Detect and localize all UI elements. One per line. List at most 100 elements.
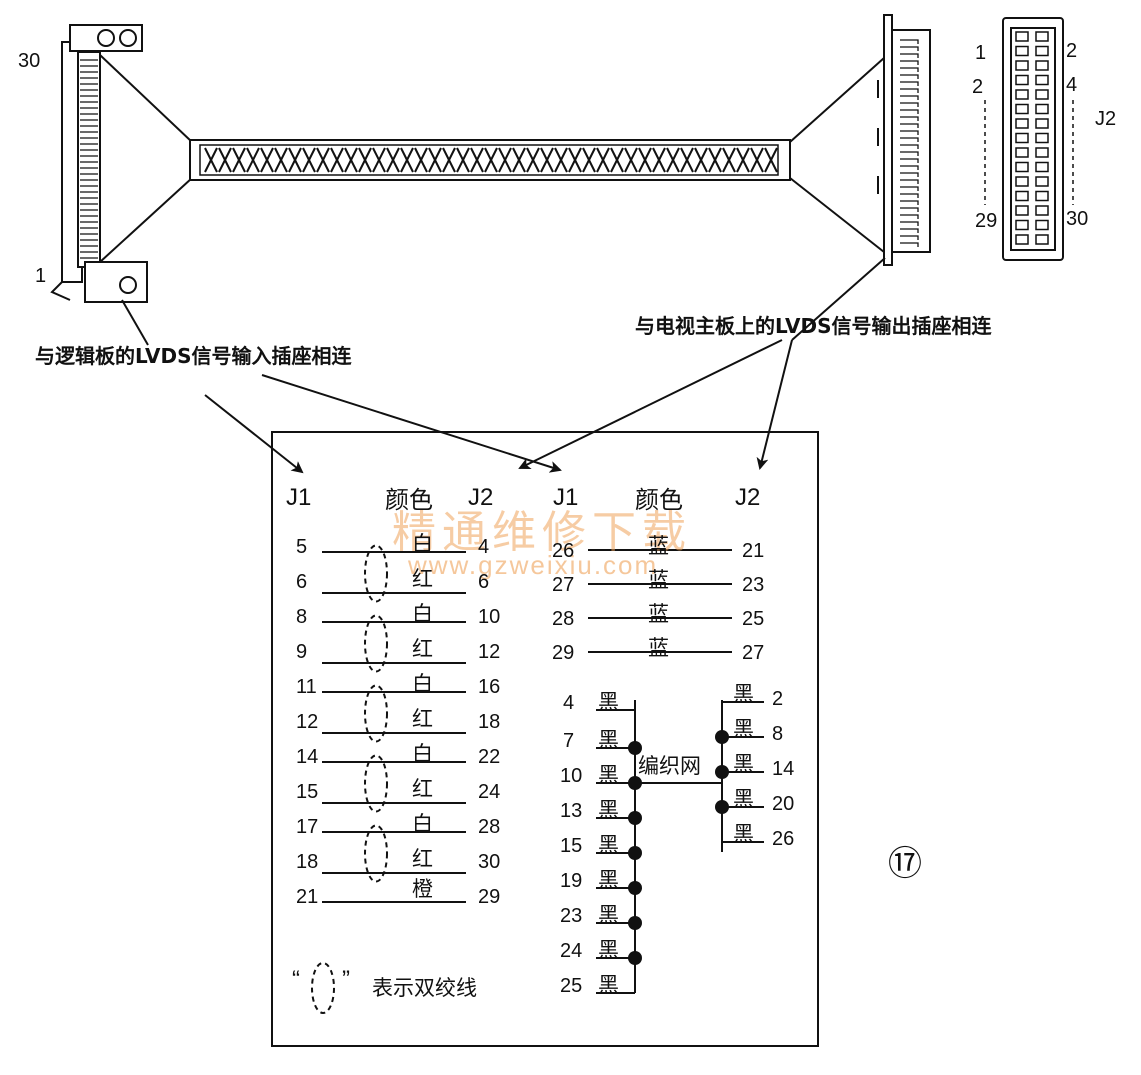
left-row-j1: 5 [296,536,308,558]
left-row-j1: 21 [296,886,319,908]
right-row-color: 蓝 [648,636,669,660]
j2-pin-2-left-label: 2 [972,76,984,98]
braid-left-color: 黑 [598,690,619,714]
left-row-j2: 24 [478,781,501,803]
left-row-j2: 18 [478,711,501,733]
legend-twist-icon [311,962,335,1014]
right-row-j1: 29 [552,642,575,664]
left-row-j2: 10 [478,606,501,628]
braid-right-color: 黑 [733,717,754,741]
left-row-j2: 4 [478,536,490,558]
left-header-color: 颜色 [385,487,433,514]
legend-close-quote: ” [342,966,350,993]
braid-right-j2: 8 [772,723,784,745]
braid-label: 编织网 [638,754,701,778]
connector-left-pin-1: 1 [35,265,47,287]
j2-connector-name: J2 [1095,108,1117,130]
figure-number: ⑰ [888,844,922,884]
legend-open-quote: “ [292,966,300,993]
left-row-j1: 6 [296,571,308,593]
braid-right-j2: 20 [772,793,795,815]
left-row-j2: 12 [478,641,501,663]
j2-pin-2-label: 2 [1066,40,1078,62]
left-row-j2: 30 [478,851,501,873]
left-row-color: 白 [412,672,433,696]
braid-left-j1: 4 [563,692,575,714]
right-row-j2: 23 [742,574,765,596]
braid-left-j1: 25 [560,975,583,997]
right-header-j2: J2 [735,484,761,511]
left-row-j1: 9 [296,641,308,663]
left-row-j1: 14 [296,746,319,768]
left-row-color: 红 [412,847,433,871]
left-row-color: 白 [412,742,433,766]
right-row-j1: 27 [552,574,575,596]
right-header-j1: J1 [553,484,579,511]
braid-left-color: 黑 [598,938,619,962]
braid-left-j1: 19 [560,870,583,892]
left-row-j1: 15 [296,781,319,803]
caption-tv-mainboard: 与电视主板上的LVDS信号输出插座相连 [635,314,992,338]
braid-right-j2: 2 [772,688,784,710]
braid-left-j1: 15 [560,835,583,857]
left-row-j1: 18 [296,851,319,873]
connector-left-pin-30: 30 [18,50,41,72]
right-row-color: 蓝 [648,602,669,626]
left-row-color: 红 [412,707,433,731]
braid-left-color: 黑 [598,763,619,787]
braid-right-j2: 14 [772,758,795,780]
right-row-j1: 26 [552,540,575,562]
braid-right-color: 黑 [733,787,754,811]
j2-pin-29-label: 29 [975,210,998,232]
left-row-j2: 22 [478,746,501,768]
braid-left-j1: 23 [560,905,583,927]
left-header-j2: J2 [468,484,494,511]
right-connector [877,14,931,266]
j2-pin-30-label: 30 [1066,208,1089,230]
left-row-j2: 16 [478,676,501,698]
braid-left-color: 黑 [598,973,619,997]
braid-left-j1: 10 [560,765,583,787]
braid-left-j1: 7 [563,730,575,752]
right-row-color: 蓝 [648,534,669,558]
watermark-url: www.gzweixiu.com [408,550,659,580]
left-row-j1: 17 [296,816,319,838]
left-row-j2: 6 [478,571,490,593]
left-row-color: 红 [412,777,433,801]
legend-text: 表示双绞线 [372,976,477,1000]
braid-right-j2: 26 [772,828,795,850]
caption-logic-board: 与逻辑板的LVDS信号输入插座相连 [35,344,352,368]
braid-left-color: 黑 [598,868,619,892]
braid-right-color: 黑 [733,682,754,706]
left-row-j1: 12 [296,711,319,733]
right-row-j2: 21 [742,540,765,562]
right-row-color: 蓝 [648,568,669,592]
left-row-j1: 8 [296,606,308,628]
j2-pin-header [1002,17,1064,261]
left-header-j1: J1 [286,484,312,511]
j2-pin-4-label: 4 [1066,74,1078,96]
left-connector [50,24,148,303]
j2-pin-1-label: 1 [975,42,987,64]
left-row-color: 白 [412,602,433,626]
right-header-color: 颜色 [635,487,683,514]
right-row-j2: 27 [742,642,765,664]
braid-left-color: 黑 [598,903,619,927]
braid-right-color: 黑 [733,752,754,776]
left-row-j1: 11 [296,676,317,698]
braid-left-color: 黑 [598,728,619,752]
braid-left-color: 黑 [598,798,619,822]
left-row-color: 白 [412,532,433,556]
left-row-j2: 29 [478,886,501,908]
left-row-color: 红 [412,567,433,591]
left-row-j2: 28 [478,816,501,838]
right-row-j2: 25 [742,608,765,630]
left-row-color: 红 [412,637,433,661]
braid-left-color: 黑 [598,833,619,857]
left-row-color: 白 [412,812,433,836]
table-frame [271,431,819,1047]
left-row-color: 橙 [412,877,433,901]
braid-left-j1: 13 [560,800,583,822]
